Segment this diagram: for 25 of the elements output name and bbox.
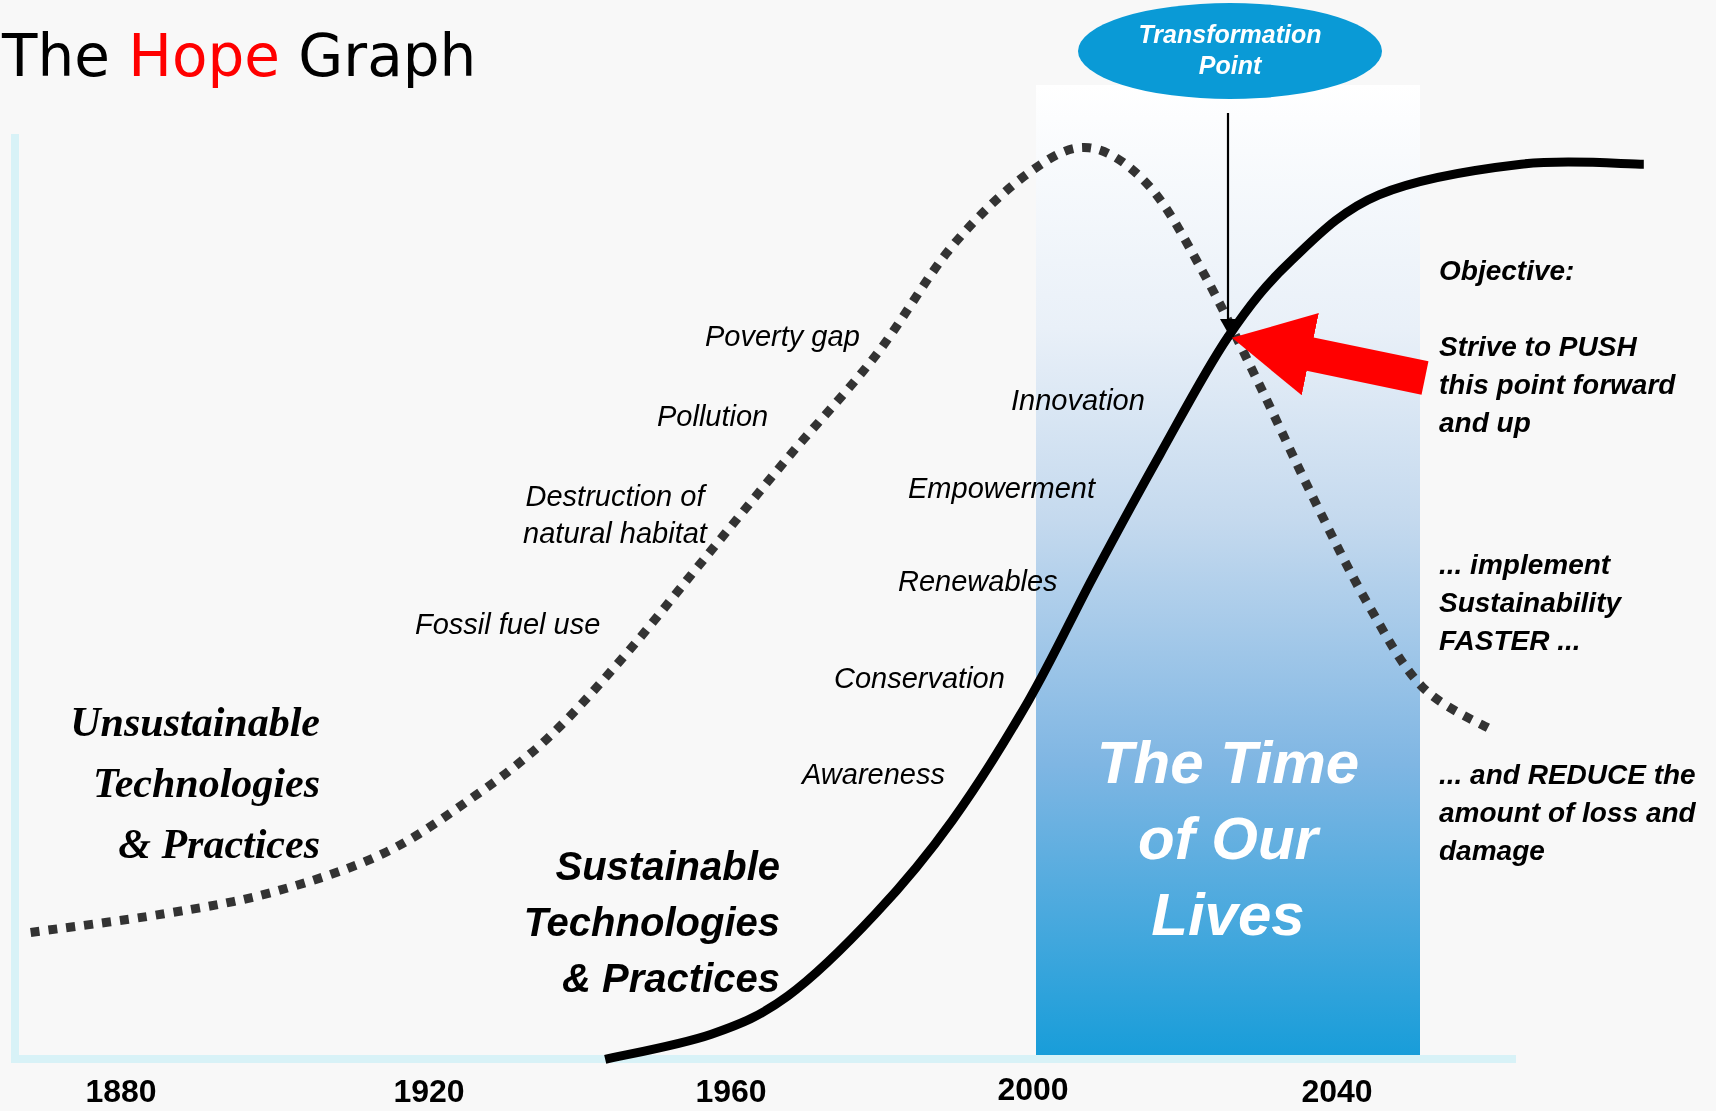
year-label: 1920 bbox=[392, 1073, 466, 1110]
curve-label: Awareness bbox=[802, 758, 945, 791]
curve-label: Empowerment bbox=[908, 472, 1095, 505]
objective-heading: Objective: bbox=[1439, 254, 1575, 288]
band-title: The Time of Our Lives bbox=[1095, 728, 1361, 950]
curve-label: Innovation bbox=[1011, 384, 1145, 417]
curve-label: Conservation bbox=[834, 662, 1005, 695]
arrow bbox=[1220, 113, 1236, 333]
title: The Hope Graph bbox=[2, 22, 477, 90]
curve-label: Renewables bbox=[898, 565, 1058, 598]
curve-label: Destruction of natural habitat bbox=[522, 479, 709, 551]
year-label: 2040 bbox=[1300, 1073, 1374, 1110]
year-label: 1880 bbox=[84, 1073, 158, 1110]
curve-label: Pollution bbox=[657, 400, 769, 433]
objective-note: ... implement Sustainability FASTER ... bbox=[1439, 548, 1623, 658]
ellipse-label: Transformation Point bbox=[1137, 19, 1323, 81]
curve-heading: Unsustainable Technologies & Practices bbox=[69, 698, 320, 869]
year-label: 2000 bbox=[996, 1071, 1070, 1108]
curve-label: Poverty gap bbox=[705, 320, 860, 353]
objective-text: Strive to PUSH this point forward and up bbox=[1439, 328, 1689, 482]
arrow bbox=[1231, 313, 1429, 396]
curve-heading: Sustainable Technologies & Practices bbox=[522, 843, 780, 1002]
curve-label: Fossil fuel use bbox=[415, 608, 601, 641]
year-label: 1960 bbox=[694, 1073, 768, 1110]
objective-note: ... and REDUCE the amount of loss and damage bbox=[1439, 758, 1697, 868]
